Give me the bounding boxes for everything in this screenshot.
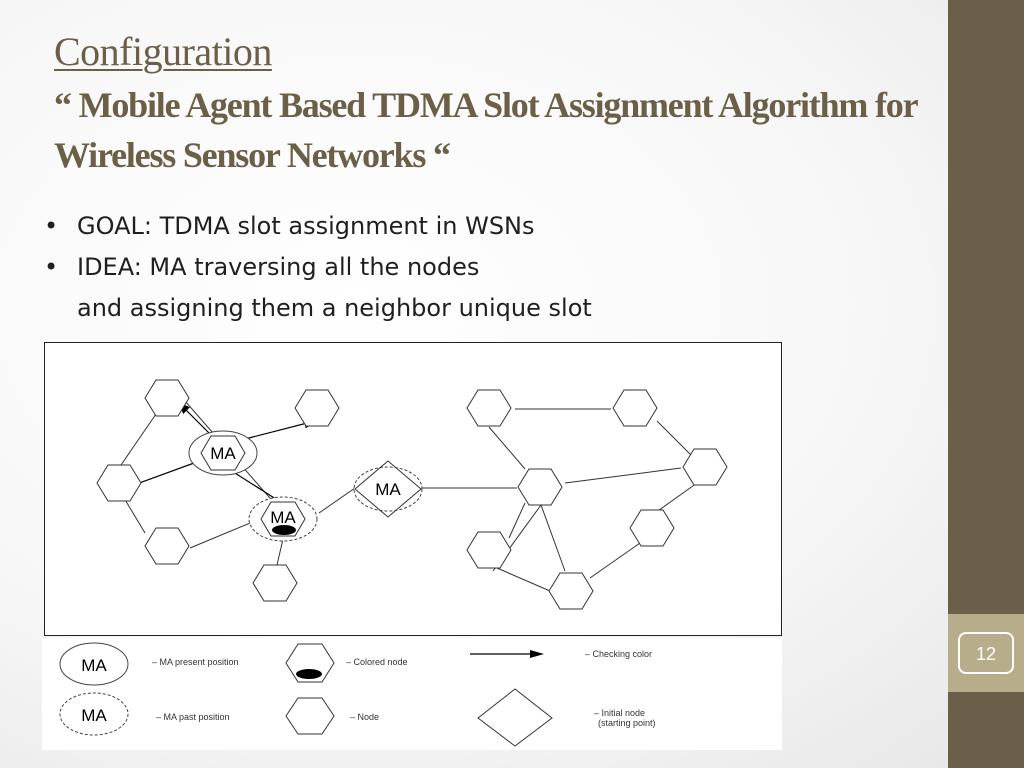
page-number-frame	[958, 632, 1014, 674]
edge	[488, 426, 526, 470]
diagram-legend: MA – MA present position MA – MA past po…	[42, 638, 782, 750]
legend-initial-node: – Initial node (starting point)	[477, 688, 656, 747]
edge	[318, 487, 356, 514]
network-diagram: MA MA MA	[44, 342, 782, 636]
bullet-item-idea: • IDEA: MA traversing all the nodes	[44, 247, 904, 288]
legend-svg: MA – MA present position MA – MA past po…	[59, 642, 656, 747]
node-icon	[629, 509, 675, 547]
network-diagram-svg: MA MA MA	[96, 379, 728, 610]
legend-ma-past-symbol: MA	[81, 706, 107, 725]
legend-node-label: – Node	[350, 712, 379, 722]
node-icon	[466, 389, 512, 427]
legend-initial-node-sublabel: (starting point)	[598, 718, 656, 728]
node-icon	[517, 468, 563, 506]
legend-ma-past: MA – MA past position	[59, 692, 230, 736]
bullet-list: • GOAL: TDMA slot assignment in WSNs • I…	[44, 206, 904, 329]
edge	[564, 467, 682, 484]
node-icon	[294, 389, 340, 427]
bullet-text: GOAL: TDMA slot assignment in WSNs	[77, 212, 535, 240]
legend-colored-node-label: – Colored node	[346, 657, 408, 667]
legend-ma-present-symbol: MA	[81, 656, 107, 675]
edge	[508, 502, 526, 539]
node-icon	[548, 572, 594, 610]
slide-subtitle: “ Mobile Agent Based TDMA Slot Assignmen…	[54, 85, 918, 175]
legend-checking-color-label: – Checking color	[585, 649, 652, 659]
bullet-item-goal: • GOAL: TDMA slot assignment in WSNs	[44, 206, 904, 247]
bullet-text: IDEA: MA traversing all the nodes	[77, 253, 480, 281]
edge	[589, 542, 641, 579]
node-icon	[466, 531, 512, 569]
node-icon	[252, 564, 298, 602]
page-number: 12	[975, 644, 997, 664]
ma-initial-node: MA	[353, 460, 423, 518]
edge	[540, 504, 566, 572]
legend-ma-present-label: – MA present position	[152, 657, 239, 667]
bullet-dot-icon: •	[44, 212, 59, 240]
edge	[276, 538, 284, 566]
ma-present-label: MA	[210, 444, 236, 463]
hexagon-nodes	[96, 379, 728, 610]
legend-colored-node: – Colored node	[285, 643, 408, 683]
bullet-continuation: and assigning them a neighbor unique slo…	[77, 294, 592, 322]
arrow	[244, 419, 317, 440]
node-icon	[96, 464, 142, 502]
colored-mark-icon	[296, 669, 322, 679]
legend-initial-node-label: – Initial node	[594, 708, 645, 718]
node-icon	[144, 379, 190, 417]
colored-mark-icon	[272, 525, 296, 535]
ma-past-colored-node: MA	[248, 496, 318, 542]
node-icon	[612, 389, 658, 427]
legend-checking-color: – Checking color	[470, 649, 652, 659]
bullet-dot-icon: •	[44, 253, 59, 281]
ma-past-label: MA	[270, 508, 296, 527]
legend-ma-past-label: – MA past position	[156, 712, 230, 722]
legend-node: – Node	[285, 697, 379, 735]
page-number-badge: 12	[948, 614, 1024, 692]
slide-title: Configuration	[54, 29, 272, 74]
edges	[120, 397, 698, 592]
edge	[189, 520, 256, 549]
node-icon	[682, 448, 728, 486]
edge	[496, 567, 551, 592]
edge	[654, 482, 698, 514]
node-icon	[144, 527, 190, 565]
legend-ma-present: MA – MA present position	[59, 642, 239, 686]
ma-initial-label: MA	[375, 480, 401, 499]
ma-present-node: MA	[188, 430, 258, 476]
edge	[656, 420, 692, 456]
